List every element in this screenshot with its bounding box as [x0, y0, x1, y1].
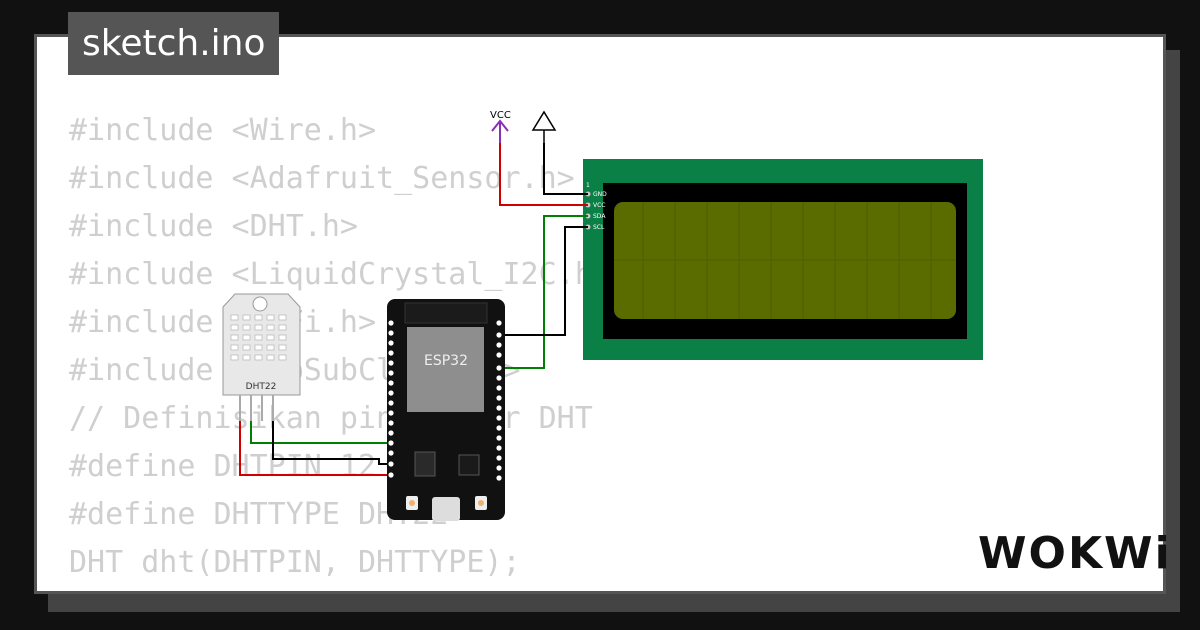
lcd-module[interactable]: 1 GND VCC SDA SCL	[583, 159, 983, 360]
dht22-label: DHT22	[246, 382, 277, 392]
esp32-label: ESP32	[424, 353, 468, 369]
esp32-board[interactable]: ESP32	[387, 299, 505, 521]
circuit-diagram: 1 GND VCC SDA SCL VCC	[222, 110, 983, 521]
wires	[239, 143, 588, 476]
lcd-pin-gnd: GND	[593, 191, 607, 198]
lcd-pin-number: 1	[586, 182, 590, 189]
wokwi-logo: WOKWi	[978, 528, 1172, 579]
wire-sda	[499, 215, 588, 369]
vcc-label: VCC	[490, 110, 511, 121]
code-line: #include <Wire.h>	[69, 113, 377, 148]
lcd-pin-sda: SDA	[593, 213, 606, 220]
code-line: DHT dht(DHTPIN, DHTTYPE);	[69, 545, 521, 580]
code-line: #define DHTPIN 12	[69, 449, 377, 484]
wire-gnd	[543, 143, 588, 195]
code-line: #include <DHT.h>	[69, 209, 358, 244]
lcd-pin-vcc: VCC	[593, 202, 605, 209]
vcc-symbol[interactable]: VCC	[490, 110, 511, 143]
wire-dht-gnd	[272, 421, 391, 465]
wire-scl	[499, 226, 588, 336]
dht22-sensor[interactable]: DHT22	[222, 293, 301, 421]
file-tab[interactable]: sketch.ino	[68, 12, 280, 75]
wire-dht-data	[250, 421, 391, 444]
preview-card: #include <Wire.h> #include <Adafruit_Sens…	[34, 34, 1166, 594]
wire-vcc	[499, 143, 588, 206]
lcd-pin-scl: SCL	[593, 224, 605, 231]
code-line: #include <Adafruit_Sensor.h>	[69, 161, 575, 196]
wire-dht-vcc	[239, 421, 391, 476]
ground-symbol[interactable]	[531, 110, 557, 143]
code-line: #include <LiquidCrystal_I2C.h>	[69, 257, 611, 292]
